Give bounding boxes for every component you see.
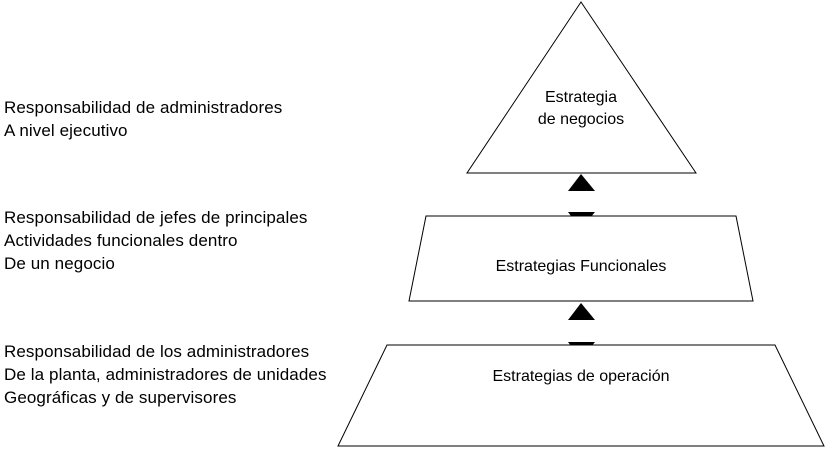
- business-responsibility-text: Responsabilidad de administradores A niv…: [4, 96, 282, 142]
- functional-strategy-trapezoid: [408, 215, 754, 302]
- operational-strategy-label-line: Estrategias de operación: [492, 368, 670, 385]
- responsibility-line: Responsabilidad de los administradores: [4, 342, 310, 361]
- business-strategy-label-line: de negocios: [537, 111, 625, 128]
- responsibility-line: Actividades funcionales dentro: [4, 231, 238, 250]
- business-strategy-label-line: Estrategia: [544, 89, 618, 106]
- operational-strategy-label: Estrategias de operación: [461, 366, 701, 388]
- business-strategy-label: Estrategia de negocios: [521, 87, 641, 131]
- business-strategy-triangle: [466, 1, 697, 174]
- operational-strategy-trapezoid: [337, 344, 825, 447]
- functional-responsibility-text: Responsabilidad de jefes de principales …: [4, 206, 307, 275]
- arrow-up-icon: [568, 303, 595, 320]
- operational-responsibility-text: Responsabilidad de los administradores D…: [4, 340, 327, 409]
- responsibility-line: De un negocio: [4, 254, 115, 273]
- functional-strategy-label-line: Estrategias Funcionales: [495, 258, 667, 275]
- responsibility-line: A nivel ejecutivo: [4, 121, 128, 140]
- responsibility-line: Geográficas y de supervisores: [4, 388, 237, 407]
- responsibility-line: Responsabilidad de jefes de principales: [4, 208, 308, 227]
- arrow-up-icon: [568, 174, 595, 191]
- responsibility-line: De la planta, administradores de unidade…: [4, 365, 327, 384]
- responsibility-line: Responsabilidad de administradores: [4, 98, 283, 117]
- functional-strategy-label: Estrategias Funcionales: [461, 256, 701, 278]
